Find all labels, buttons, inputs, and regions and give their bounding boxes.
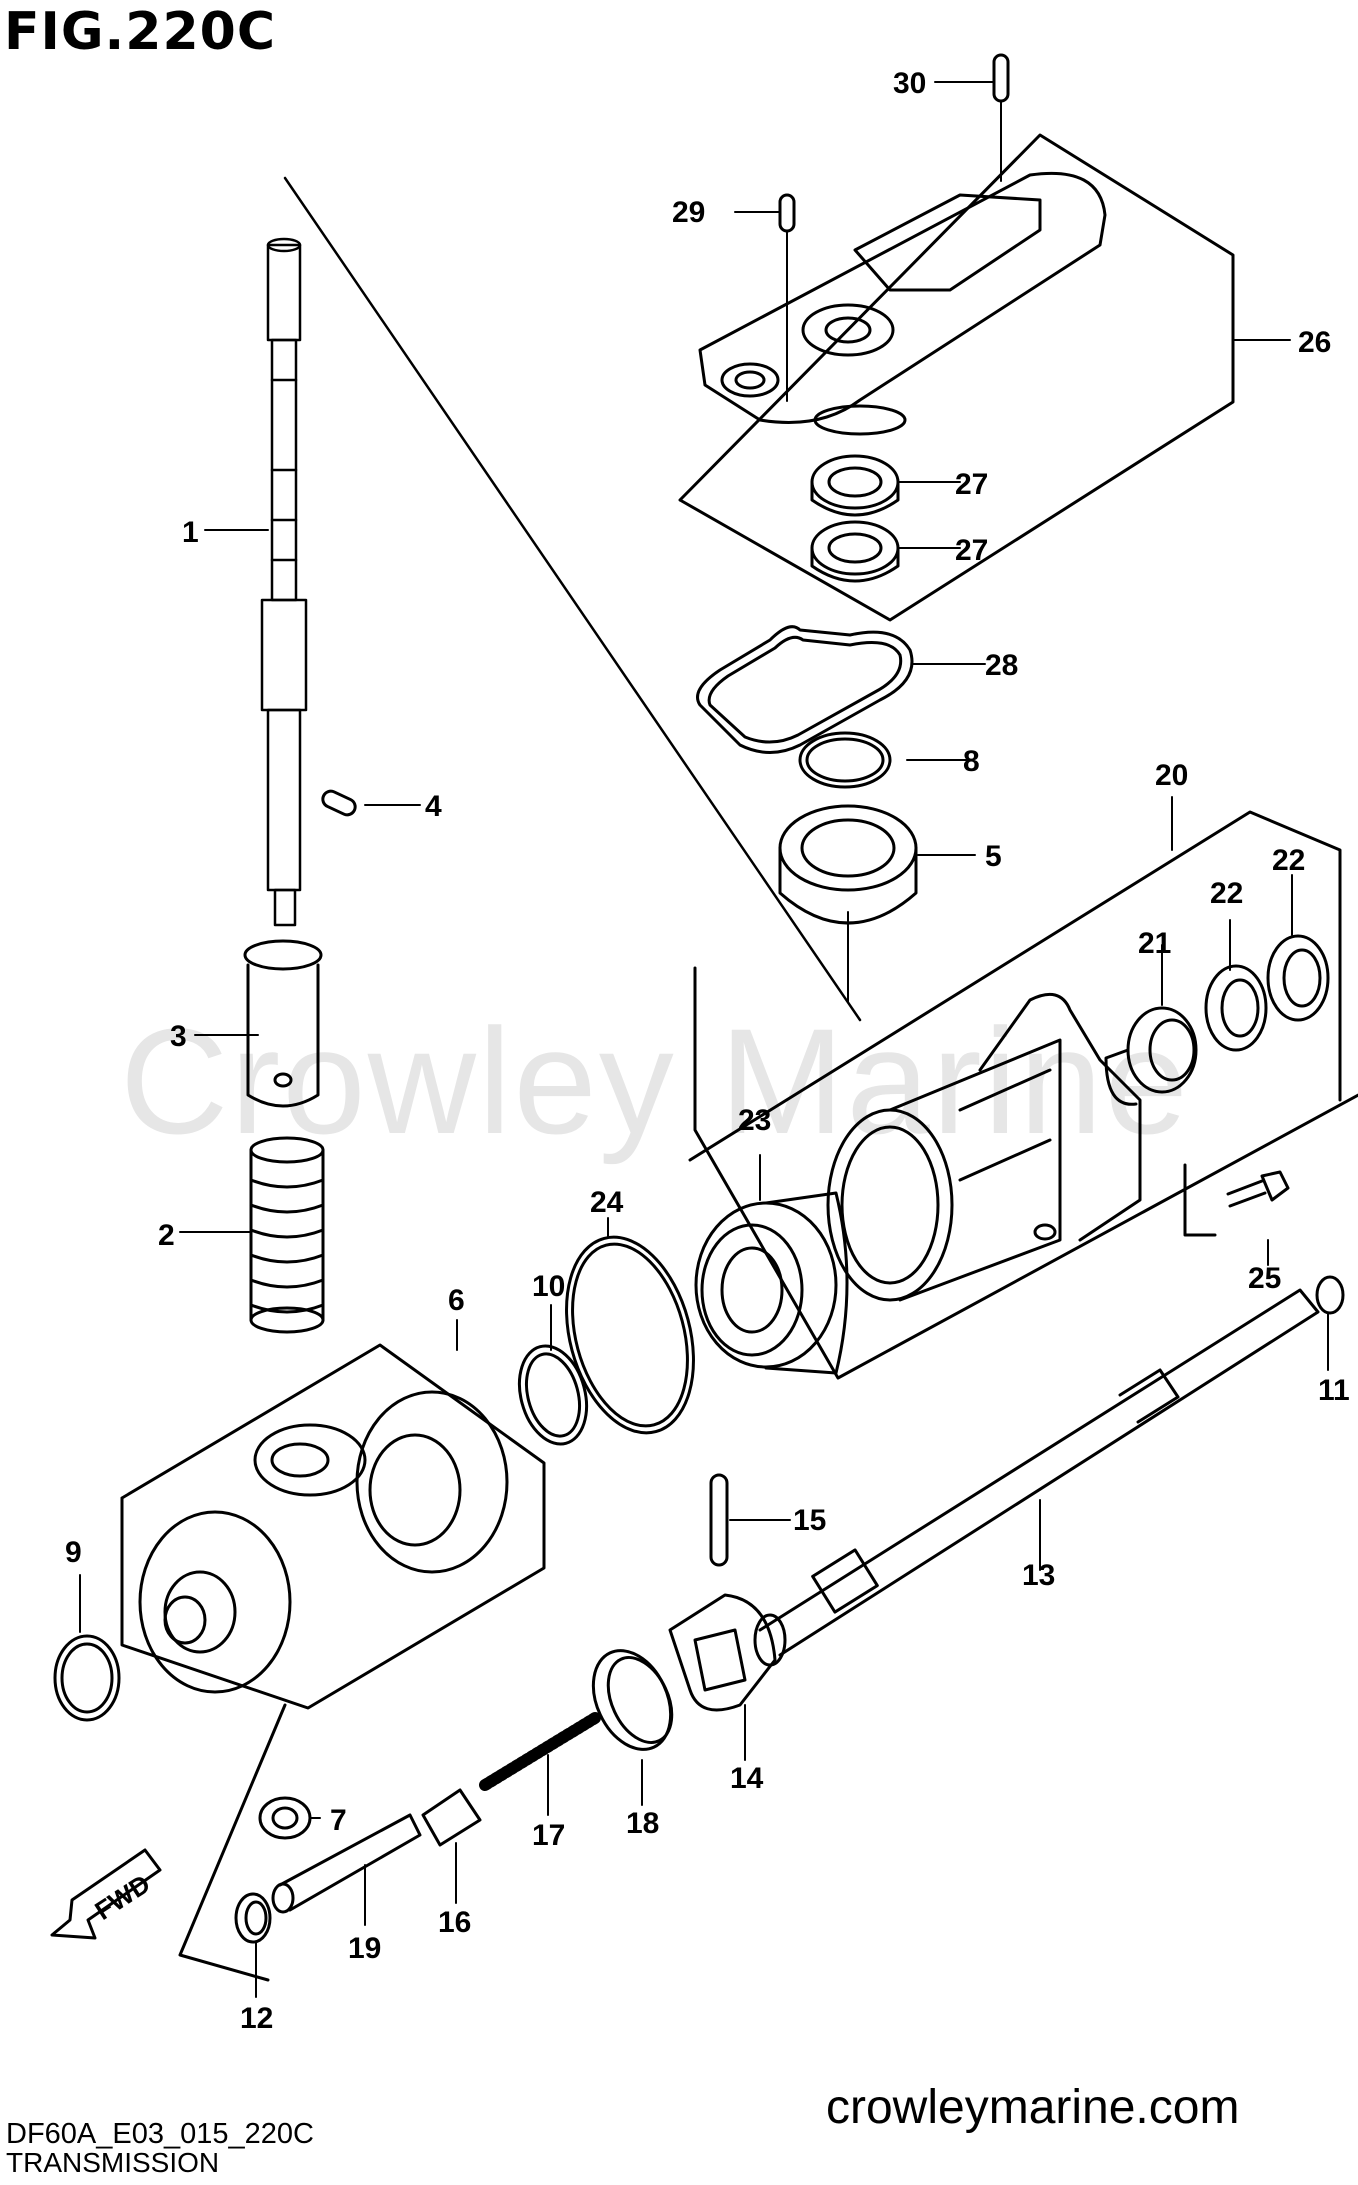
bevel-gear-set-6 <box>138 1390 509 1694</box>
callout-12: 12 <box>240 2002 273 2035</box>
callout-21: 21 <box>1138 927 1171 960</box>
shift-housing-20 <box>826 992 1142 1302</box>
oil-seal-27a <box>810 454 900 517</box>
callout-10: 10 <box>532 1270 565 1303</box>
bolt-25 <box>1226 1170 1290 1208</box>
callout-30: 30 <box>893 67 926 100</box>
seal-22a <box>1204 964 1268 1052</box>
retaining-ring-18 <box>591 1649 674 1751</box>
gear-bracket <box>120 1343 546 1710</box>
washer-9 <box>53 1634 121 1722</box>
nut-7 <box>258 1796 312 1840</box>
bolt-bracket <box>1183 1163 1217 1237</box>
watermark: Crowley Marine <box>120 997 1190 1165</box>
rubber-boot-2 <box>249 1136 325 1334</box>
pin-30 <box>992 53 1010 182</box>
pin-15 <box>709 1473 729 1567</box>
callout-25: 25 <box>1248 1262 1281 1295</box>
o-ring-24 <box>565 1235 695 1435</box>
cover-plate-26 <box>698 171 1107 436</box>
plunger-16 <box>421 1788 482 1904</box>
callout-22a: 22 <box>1210 877 1243 910</box>
callout-13: 13 <box>1022 1559 1055 1592</box>
callout-4: 4 <box>425 790 442 823</box>
callout-24: 24 <box>590 1186 624 1219</box>
housing-top-bracket <box>688 810 1342 1162</box>
callout-5: 5 <box>985 840 1002 873</box>
callout-2: 2 <box>158 1219 175 1252</box>
pin-4 <box>321 789 357 817</box>
callout-22b: 22 <box>1272 844 1305 877</box>
callout-29: 29 <box>672 196 705 229</box>
callout-6: 6 <box>448 1284 465 1317</box>
seal-22b <box>1266 934 1330 1022</box>
callout-1: 1 <box>182 516 199 549</box>
circlip-11 <box>1315 1275 1345 1315</box>
callout-19: 19 <box>348 1932 381 1965</box>
shift-rod-19 <box>271 1813 422 1926</box>
callout-8: 8 <box>963 745 980 778</box>
clutch-dog-14 <box>668 1593 777 1761</box>
fwd-arrow-icon: FWD <box>50 1848 162 1940</box>
bushing-3 <box>243 939 323 1108</box>
gasket-28 <box>696 625 914 754</box>
bearing-23 <box>694 1191 849 1375</box>
callout-20: 20 <box>1155 759 1188 792</box>
o-ring-10 <box>517 1344 589 1446</box>
o-ring-8 <box>798 731 892 789</box>
callout-15: 15 <box>793 1504 826 1537</box>
callout-27a: 27 <box>955 468 988 501</box>
callout-18: 18 <box>626 1807 659 1840</box>
callout-9: 9 <box>65 1536 82 1569</box>
callout-28: 28 <box>985 649 1018 682</box>
callout-16: 16 <box>438 1906 471 1939</box>
pin-29 <box>778 193 796 402</box>
propeller-shaft-13 <box>753 1288 1320 1667</box>
callout-17: 17 <box>532 1819 565 1852</box>
spring-17 <box>479 1712 601 1816</box>
callout-3: 3 <box>170 1020 187 1053</box>
section-title: TRANSMISSION <box>6 2147 220 2178</box>
callout-labels: 1 2 3 4 5 6 7 8 9 10 11 12 13 14 15 16 1… <box>65 67 1350 2035</box>
figure-title: FIG.220C <box>4 2 277 62</box>
drive-shaft <box>260 237 308 927</box>
callout-26: 26 <box>1298 326 1331 359</box>
callout-23: 23 <box>738 1104 771 1137</box>
callout-27b: 27 <box>955 534 988 567</box>
needle-bearing-21 <box>1104 1006 1198 1106</box>
callout-11: 11 <box>1318 1374 1350 1407</box>
callout-14: 14 <box>730 1762 764 1795</box>
bearing-5 <box>778 804 918 1003</box>
website-link[interactable]: crowleymarine.com <box>826 2081 1240 2134</box>
callout-7: 7 <box>330 1804 347 1837</box>
shaft-lower-bracket <box>178 1703 287 1982</box>
oil-seal-27b <box>810 520 900 583</box>
leader-lines <box>79 81 1329 1819</box>
washer-12 <box>234 1892 272 1998</box>
model-code: DF60A_E03_015_220C <box>6 2118 314 2150</box>
shaft-bracket-line <box>283 176 862 1022</box>
